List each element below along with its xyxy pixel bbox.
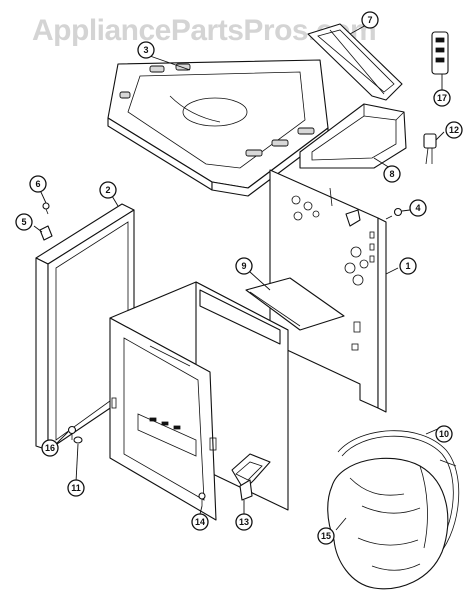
svg-text:5: 5: [21, 217, 26, 227]
part-anti-tip-bracket[interactable]: [231, 453, 271, 501]
part-screw-right[interactable]: [385, 207, 403, 220]
svg-text:17: 17: [437, 93, 447, 103]
svg-text:10: 10: [439, 429, 449, 439]
svg-text:6: 6: [35, 179, 40, 189]
part-foot[interactable]: [73, 436, 83, 444]
callout-3: 3: [137, 41, 155, 59]
part-oven-cavity[interactable]: [109, 281, 289, 521]
part-leveling-leg[interactable]: [67, 425, 77, 441]
callout-11: 11: [67, 479, 85, 497]
callout-9: 9: [235, 257, 253, 275]
svg-text:4: 4: [415, 203, 420, 213]
part-insulation[interactable]: [327, 457, 449, 590]
callout-10: 10: [435, 425, 453, 443]
callout-14: 14: [191, 513, 209, 531]
svg-text:16: 16: [45, 443, 55, 453]
callout-6: 6: [29, 175, 47, 193]
part-trim-strip[interactable]: [307, 23, 403, 101]
svg-text:9: 9: [241, 261, 246, 271]
svg-text:3: 3: [143, 45, 148, 55]
callout-12: 12: [445, 121, 463, 139]
part-side-panel[interactable]: [269, 169, 387, 413]
callout-1: 1: [399, 257, 417, 275]
svg-text:2: 2: [105, 185, 110, 195]
svg-text:15: 15: [321, 531, 331, 541]
part-switch[interactable]: [423, 133, 437, 165]
part-top-panel[interactable]: [107, 59, 329, 197]
callout-8: 8: [383, 165, 401, 183]
svg-text:12: 12: [449, 125, 459, 135]
callout-15: 15: [317, 527, 335, 545]
part-screw-bottom[interactable]: [198, 492, 206, 506]
callout-16: 16: [41, 439, 59, 457]
callout-5: 5: [15, 213, 33, 231]
part-bracket[interactable]: [431, 31, 449, 75]
part-shield[interactable]: [245, 277, 345, 331]
svg-text:7: 7: [367, 15, 372, 25]
callout-4: 4: [409, 199, 427, 217]
callout-7: 7: [361, 11, 379, 29]
callout-2: 2: [99, 181, 117, 199]
svg-text:1: 1: [405, 261, 410, 271]
part-tray[interactable]: [299, 103, 407, 169]
callout-13: 13: [235, 513, 253, 531]
svg-text:8: 8: [389, 169, 394, 179]
part-clip[interactable]: [39, 225, 53, 241]
callout-17: 17: [433, 89, 451, 107]
svg-text:13: 13: [239, 517, 249, 527]
part-screw-left[interactable]: [42, 202, 50, 215]
svg-text:11: 11: [71, 483, 81, 493]
svg-text:14: 14: [195, 517, 205, 527]
